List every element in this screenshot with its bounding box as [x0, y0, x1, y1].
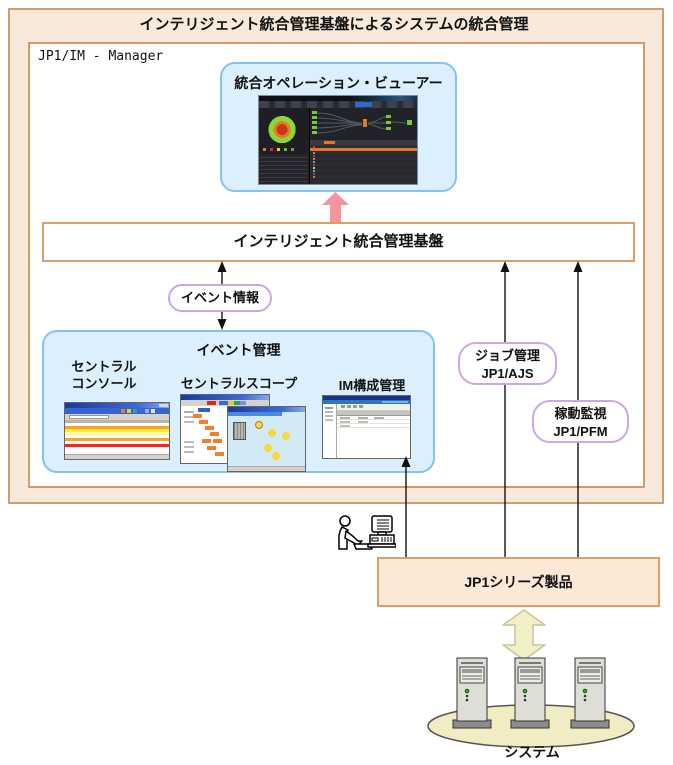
operator-at-computer-icon: [338, 515, 396, 550]
sankey-panel: [310, 108, 417, 140]
im-tree-panel: [323, 404, 337, 458]
viewer-label: 統合オペレーション・ビューアー: [234, 75, 443, 91]
integrated-operation-viewer-box: 統合オペレーション・ビューアー: [220, 62, 457, 192]
viewer-screenshot-active-tab: [355, 102, 372, 107]
viewer-screenshot-menubar: [259, 101, 417, 108]
im-table-header: [337, 411, 410, 416]
central-scope-label: セントラルスコープ: [180, 376, 298, 391]
console-titlebar: [65, 403, 169, 408]
central-console-line1: セントラル: [71, 359, 137, 374]
event-info-badge: イベント情報: [168, 284, 272, 312]
console-table-header: [65, 420, 169, 423]
scope-toolbar-buttons: [207, 401, 216, 405]
perf-badge-line2: JP1/PFM: [553, 424, 608, 439]
diagram-title: インテリジェント統合管理基盤によるシステムの統合管理: [139, 16, 529, 33]
system-label: システム: [504, 744, 560, 760]
central-console-label: セントラル コンソール: [52, 358, 156, 392]
im-config-label: IM構成管理: [338, 378, 406, 393]
monitor-node-icons: [255, 421, 263, 429]
job-badge-line1: ジョブ管理: [474, 348, 540, 363]
scope-titlebar: [181, 395, 269, 400]
scope-map-titlebar: [228, 407, 305, 412]
building-icon: [233, 422, 246, 440]
im-config-screenshot: [322, 395, 411, 459]
console-toolbar: [65, 408, 169, 414]
viewer-screenshot-right-panel: [310, 108, 417, 184]
job-management-badge: ジョブ管理 JP1/AJS: [458, 342, 557, 385]
sankey-graphic: [312, 111, 412, 134]
perf-badge-line1: 稼動監視: [554, 406, 607, 421]
scope-toolbar: [181, 400, 269, 406]
job-badge-line2: JP1/AJS: [481, 366, 534, 381]
viewer-screenshot-titlebar: [259, 96, 417, 101]
severity-dots: [313, 146, 315, 148]
scope-orange-nodes: [193, 414, 202, 418]
jp1-series-box: JP1シリーズ製品: [377, 557, 660, 607]
im-table-rows: [337, 416, 410, 428]
im-menubar: [323, 400, 410, 404]
event-management-label: イベント管理: [196, 342, 281, 358]
event-table: [310, 145, 417, 184]
scope-map-statusbar: [228, 466, 305, 471]
scope-map-subtitle: [228, 412, 282, 416]
performance-monitor-badge: 稼動監視 JP1/PFM: [532, 400, 629, 443]
viewer-screenshot-left-panel: [259, 108, 310, 184]
console-toolbar-buttons: [121, 409, 125, 413]
platform-bar: インテリジェント統合管理基盤: [42, 222, 635, 262]
legend-dots: [263, 148, 266, 151]
console-event-rows: [65, 423, 169, 453]
central-console-screenshot: [64, 402, 170, 460]
im-titlebar: [323, 396, 410, 400]
highlighted-row: [310, 148, 417, 151]
event-table-header: [310, 140, 417, 145]
scope-tree-dashes: [184, 411, 194, 413]
tree-panel: [259, 154, 308, 184]
im-toolbar: [337, 404, 410, 411]
console-statusbar: [65, 454, 169, 459]
server-icon: [452, 657, 610, 729]
central-console-line2: コンソール: [71, 376, 137, 391]
sunburst-chart: [266, 110, 301, 145]
console-filter-row: [65, 414, 169, 420]
scope-root-node: [198, 408, 210, 412]
viewer-screenshot: [258, 95, 418, 185]
jp1-im-manager-label: JP1/IM - Manager: [38, 49, 164, 64]
central-scope-screenshot-front: [227, 406, 306, 472]
pink-up-arrow: [322, 192, 349, 222]
event-management-box: イベント管理 セントラル コンソール セントラルスコープ IM構成管理: [42, 330, 435, 473]
system-servers: [427, 657, 635, 748]
